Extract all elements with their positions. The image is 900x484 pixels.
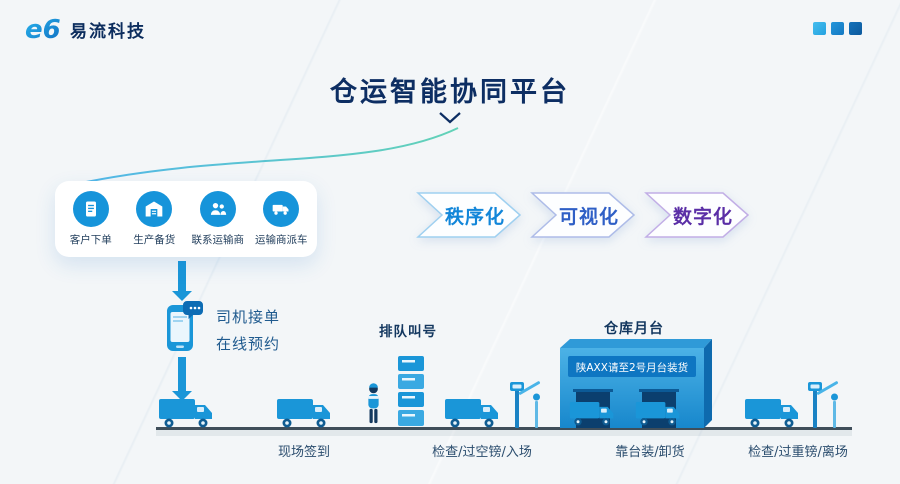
step-production-stock: 生产备货 (123, 191, 187, 247)
queue-zone-title: 排队叫号 (379, 324, 437, 340)
station-label-entry: 检查/过空镑/入场 (432, 445, 532, 460)
exit-gate-icon (806, 381, 842, 432)
phase-chevron-digital: 数字化 (644, 192, 750, 238)
worker-person-icon (364, 383, 383, 433)
dock-zone-title: 仓库月台 (604, 321, 664, 337)
station-label-exit: 检查/过重镑/离场 (748, 445, 848, 460)
phase-chevron-visible: 可视化 (530, 192, 636, 238)
warehouse-stock-icon (136, 191, 173, 227)
step-label: 客户下单 (69, 234, 112, 246)
order-steps-card: 客户下单 生产备货 联系运输商 (55, 181, 317, 257)
driver-booking-text: 司机接单 在线预约 (216, 304, 280, 358)
phase-label: 可视化 (558, 205, 619, 228)
step-label: 联系运输商 (191, 234, 245, 246)
e6-logo-icon: e6 (25, 15, 61, 44)
step-contact-carrier: 联系运输商 (186, 191, 250, 247)
station-label-checkin: 现场签到 (277, 445, 330, 460)
truck-icon (276, 397, 332, 433)
truck-icon (158, 397, 214, 433)
road-shadow (156, 430, 852, 436)
step-dispatch-truck: 运输商派车 (250, 191, 314, 247)
dock-truck-icon (569, 400, 615, 431)
dispatch-truck-icon (263, 191, 300, 227)
station-label-dock: 靠台装/卸货 (615, 445, 685, 460)
truck-icon (744, 397, 800, 433)
queue-stack-icon (396, 354, 426, 432)
down-arrow-icon (172, 357, 192, 401)
chevron-shape-icon (416, 192, 522, 238)
decor-squares (813, 22, 862, 35)
decor-square-icon (813, 22, 826, 35)
driver-line1: 司机接单 (216, 308, 281, 326)
brand-logo: e6 易流科技 (24, 14, 146, 44)
driver-line2: 在线预约 (216, 335, 281, 353)
contacts-people-icon (199, 191, 236, 227)
phase-label: 数字化 (672, 205, 733, 228)
dock-sign-text: 陕AXX请至2号月台装货 (576, 361, 688, 374)
logo-mark: e6 (25, 15, 61, 44)
chevron-shape-icon (530, 192, 636, 238)
phase-label: 秩序化 (444, 205, 505, 228)
flow-curve-line (75, 127, 459, 185)
road-line (156, 427, 852, 430)
step-label: 运输商派车 (255, 234, 308, 246)
phase-chevrons: 秩序化 可视化 数字化 (416, 192, 750, 238)
decor-square-icon (831, 22, 844, 35)
dock-truck-icon (635, 400, 681, 431)
title-caret-icon (439, 112, 461, 124)
phase-chevron-order: 秩序化 (416, 192, 522, 238)
down-arrow-icon (172, 261, 192, 301)
order-document-icon (72, 191, 109, 227)
truck-icon (444, 397, 500, 433)
decor-square-icon (849, 22, 862, 35)
step-label: 生产备货 (133, 234, 176, 246)
step-customer-order: 客户下单 (59, 191, 123, 247)
driver-phone-icon (163, 299, 205, 357)
page-title: 仓运智能协同平台 (330, 77, 570, 108)
entry-gate-icon (508, 381, 544, 432)
brand-name: 易流科技 (70, 21, 146, 42)
chevron-shape-icon (644, 192, 750, 238)
